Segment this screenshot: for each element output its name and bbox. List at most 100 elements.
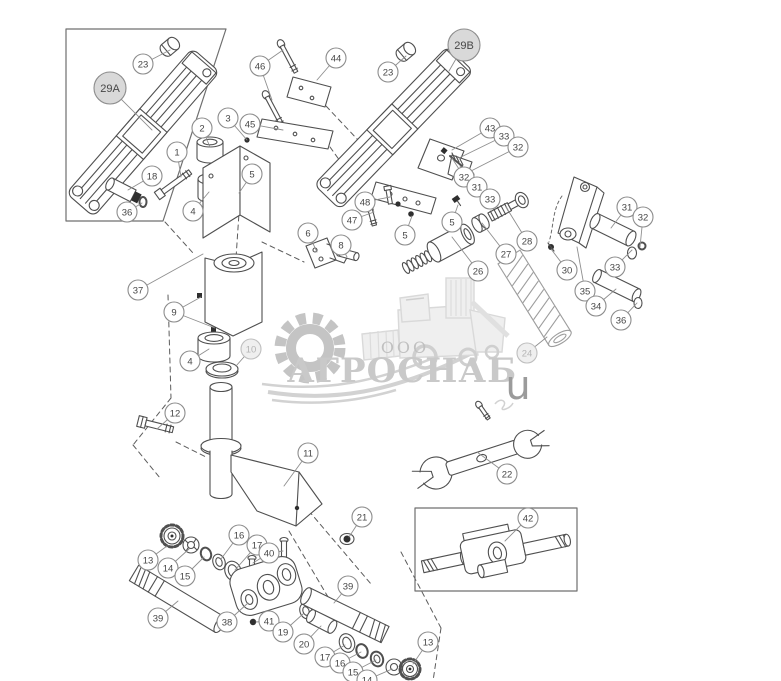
callout-balloon-11: 11 bbox=[297, 442, 319, 464]
callout-balloon-29A: 29A bbox=[93, 71, 127, 105]
callout-number: 5 bbox=[449, 217, 454, 228]
callout-balloon-26: 26 bbox=[467, 260, 489, 282]
ring-33b bbox=[626, 246, 638, 260]
chain-link-dashes bbox=[548, 195, 563, 243]
callout-balloon-14: 14 bbox=[157, 557, 179, 579]
callout-balloon-8: 8 bbox=[330, 234, 352, 256]
screw-above-wrench bbox=[475, 400, 491, 421]
callout-balloon-30: 30 bbox=[556, 259, 578, 281]
callout-number: 13 bbox=[423, 637, 434, 648]
callout-number: 43 bbox=[485, 123, 496, 134]
plow-bolt-5b bbox=[451, 194, 462, 207]
callout-balloon-41: 41 bbox=[258, 610, 280, 632]
callout-number: 4 bbox=[190, 206, 195, 217]
callout-balloon-39: 39 bbox=[147, 607, 169, 629]
callout-number: 1 bbox=[174, 147, 179, 158]
callout-number: 27 bbox=[501, 249, 512, 260]
callout-balloon-5: 5 bbox=[241, 163, 263, 185]
plate-47 bbox=[370, 181, 437, 215]
callout-balloon-47: 47 bbox=[341, 209, 363, 231]
watermark-letter: u bbox=[505, 363, 530, 409]
callout-balloon-4: 4 bbox=[182, 200, 204, 222]
bolt-46a bbox=[276, 39, 299, 74]
callout-balloon-13: 13 bbox=[417, 631, 439, 653]
ring-32b bbox=[637, 241, 647, 251]
callout-number: 44 bbox=[331, 53, 342, 64]
ring-17b bbox=[338, 633, 356, 653]
callout-number: 5 bbox=[249, 169, 254, 180]
callout-number: 33 bbox=[499, 131, 510, 142]
callout-number: 21 bbox=[357, 512, 368, 523]
callout-number: 13 bbox=[143, 555, 154, 566]
callout-number: 24 bbox=[522, 348, 533, 359]
callout-balloon-1: 1 bbox=[166, 141, 188, 163]
spring-assy bbox=[401, 247, 437, 274]
callout-number: 11 bbox=[303, 448, 313, 459]
callout-number: 39 bbox=[153, 613, 164, 624]
callout-balloon-18: 18 bbox=[141, 165, 163, 187]
rivet-9a bbox=[197, 293, 202, 298]
harvester-silhouette bbox=[361, 277, 510, 370]
callout-balloon-36: 36 bbox=[116, 201, 138, 223]
bushing-4-bottom bbox=[197, 331, 231, 363]
callout-balloon-5: 5 bbox=[394, 224, 416, 246]
callout-balloon-19: 19 bbox=[272, 621, 294, 643]
callout-balloon-10: 10 bbox=[240, 338, 262, 360]
callout-balloon-27: 27 bbox=[495, 243, 517, 265]
bolt-28 bbox=[487, 191, 529, 222]
callout-number: 15 bbox=[348, 667, 359, 678]
leader-lines bbox=[109, 44, 644, 681]
callout-number: 46 bbox=[255, 61, 266, 72]
sprocket-13b bbox=[398, 657, 422, 681]
callout-balloon-23: 23 bbox=[132, 53, 154, 75]
plate-45 bbox=[256, 118, 334, 150]
post-11 bbox=[200, 381, 323, 527]
pin-18 bbox=[105, 177, 142, 204]
callout-balloon-33: 33 bbox=[604, 256, 626, 278]
callout-balloon-14: 14 bbox=[356, 669, 378, 681]
callout-number: 32 bbox=[513, 142, 524, 153]
callout-number: 29B bbox=[454, 40, 474, 52]
callout-number: 16 bbox=[335, 658, 346, 669]
callout-balloon-5: 5 bbox=[441, 211, 463, 233]
callout-number: 35 bbox=[580, 286, 591, 297]
callout-number: 41 bbox=[264, 616, 275, 627]
callout-number: 42 bbox=[523, 513, 534, 524]
callout-balloon-46: 46 bbox=[249, 55, 271, 77]
callout-balloon-2: 2 bbox=[191, 117, 213, 139]
pin-31 bbox=[589, 213, 637, 247]
washer-14b bbox=[385, 658, 403, 676]
swoosh-line bbox=[267, 350, 475, 398]
callout-number: 17 bbox=[320, 652, 331, 663]
callout-balloon-13: 13 bbox=[137, 549, 159, 571]
callout-balloon-21: 21 bbox=[351, 506, 373, 528]
callout-number: 14 bbox=[163, 563, 174, 574]
callout-number: 28 bbox=[522, 236, 533, 247]
mast-37 bbox=[197, 145, 271, 337]
pin-34 bbox=[592, 268, 642, 303]
ring-36b bbox=[633, 296, 643, 310]
callout-number: 23 bbox=[138, 59, 149, 70]
callout-number: 47 bbox=[347, 215, 358, 226]
ring-15b bbox=[369, 650, 385, 668]
washer-14a bbox=[182, 536, 200, 554]
callout-number: 14 bbox=[362, 675, 373, 681]
callout-number: 26 bbox=[473, 266, 484, 277]
callout-balloon-44: 44 bbox=[325, 47, 347, 69]
callout-number: 12 bbox=[170, 408, 181, 419]
callout-balloon-33: 33 bbox=[479, 188, 501, 210]
callout-number: 34 bbox=[591, 301, 602, 312]
callout-balloon-33: 33 bbox=[493, 125, 515, 147]
callout-number: 10 bbox=[246, 344, 257, 355]
callout-balloon-12: 12 bbox=[164, 402, 186, 424]
callout-balloon-48: 48 bbox=[354, 191, 376, 213]
callout-balloon-31: 31 bbox=[466, 176, 488, 198]
callout-number: 30 bbox=[562, 265, 573, 276]
callout-number: 36 bbox=[616, 315, 627, 326]
nut-48 bbox=[395, 201, 401, 207]
washer-10 bbox=[205, 361, 239, 379]
callout-balloon-15: 15 bbox=[174, 565, 196, 587]
shaft-39b bbox=[300, 587, 390, 644]
callout-balloon-34: 34 bbox=[585, 295, 607, 317]
